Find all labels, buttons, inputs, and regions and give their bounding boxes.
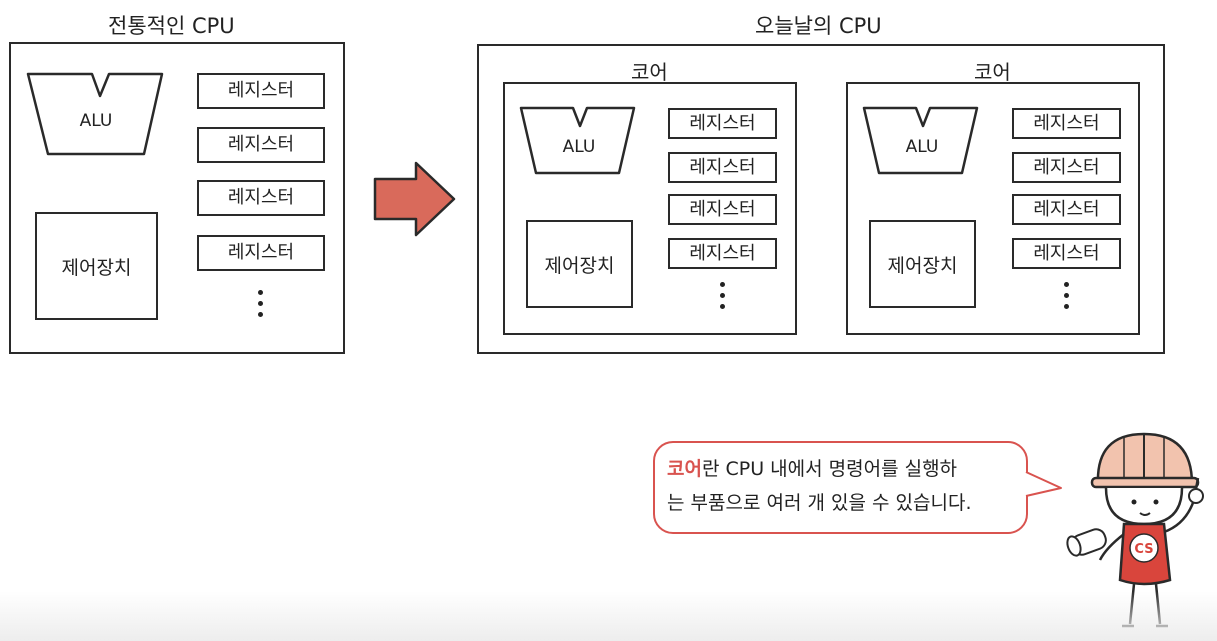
speech-bubble-tail [1025, 471, 1062, 497]
register-box: 레지스터 [668, 152, 777, 183]
alu-label: ALU [79, 111, 113, 131]
register-box: 레지스터 [1012, 194, 1121, 225]
register-box: 레지스터 [668, 108, 777, 139]
more-registers-ellipsis [1064, 282, 1069, 315]
register-box: 레지스터 [197, 73, 325, 109]
register-box: 레지스터 [1012, 238, 1121, 269]
register-box: 레지스터 [1012, 152, 1121, 183]
core-title: 코어 [974, 60, 1011, 84]
more-registers-ellipsis [258, 290, 263, 323]
bottom-fade [0, 591, 1217, 641]
bubble-highlight: 코어 [667, 458, 702, 480]
control-unit: 제어장치 [526, 220, 633, 308]
mascot-character: CS [1066, 432, 1204, 628]
alu-shape [862, 106, 979, 175]
register-box: 레지스터 [197, 235, 325, 271]
modern-cpu-title: 오늘날의 CPU [755, 14, 882, 38]
control-unit: 제어장치 [869, 220, 976, 308]
speech-bubble-text: 코어란 CPU 내에서 명령어를 실행하 는 부품으로 여러 개 있을 수 있습… [667, 452, 1022, 520]
register-box: 레지스터 [668, 194, 777, 225]
right-arrow-icon [373, 161, 456, 237]
alu-shape [26, 72, 164, 156]
control-unit: 제어장치 [35, 212, 158, 320]
traditional-cpu-title: 전통적인 CPU [108, 14, 235, 38]
alu-label: ALU [562, 137, 596, 157]
bubble-line-1: 코어란 CPU 내에서 명령어를 실행하 [667, 452, 1022, 486]
register-box: 레지스터 [197, 127, 325, 163]
bubble-line-2: 는 부품으로 여러 개 있을 수 있습니다. [667, 492, 972, 514]
register-box: 레지스터 [1012, 108, 1121, 139]
core-title: 코어 [631, 60, 668, 84]
alu-shape [519, 106, 636, 175]
bubble-line-1-rest: 란 CPU 내에서 명령어를 실행하 [701, 458, 958, 480]
register-box: 레지스터 [668, 238, 777, 269]
mascot-badge: CS [1134, 542, 1153, 557]
alu-label: ALU [905, 137, 939, 157]
more-registers-ellipsis [720, 282, 725, 315]
register-box: 레지스터 [197, 180, 325, 216]
